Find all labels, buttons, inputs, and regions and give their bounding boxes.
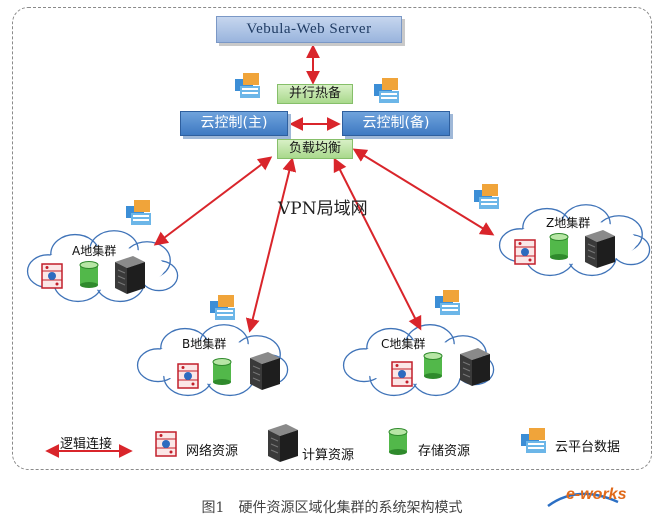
link-arrow-b [245,157,297,333]
cluster-b-storage-icon [212,358,232,386]
cloud-data-icon-a [126,200,151,225]
cluster-b-server-icon [249,351,281,391]
legend-storage-resource-label: 存储资源 [418,444,471,459]
hot-standby-box: 并行热备 [277,84,353,104]
cluster-z-network-icon [514,239,536,265]
legend-network-icon [155,431,177,457]
cloud-data-icon-b [210,295,235,320]
figure-number: 图1 [201,500,225,516]
link-arrow-z [352,148,495,236]
cloud-data-icon-main [235,73,260,98]
cluster-c-label: C地集群 [381,337,426,351]
link-arrow-a [153,156,273,246]
legend-cloud-data-icon [521,428,546,453]
figure-caption: 图1 硬件资源区域化集群的系统架构模式 [0,497,664,517]
cluster-c-network-icon [391,361,413,387]
e-works-logo: e-works [566,486,627,503]
cloud-control-main-box: 云控制(主) [180,111,288,136]
cluster-c-server-icon [459,347,491,387]
cluster-z-storage-icon [549,233,569,261]
link-arrow-c [333,157,422,331]
cluster-a-server-icon [114,255,146,295]
legend-logical-link-label: 逻辑连接 [60,437,113,452]
legend-cloud-data-label: 云平台数据 [555,440,621,455]
cloud-data-icon-backup [374,78,399,103]
cluster-z-server-icon [584,229,616,269]
cluster-a-label: A地集群 [72,244,117,258]
legend-compute-icon [267,423,299,463]
load-balance-box: 负载均衡 [277,139,353,159]
legend-compute-resource-label: 计算资源 [302,448,355,463]
cluster-a-storage-icon [79,261,99,289]
legend-storage-icon [388,428,408,456]
logo-swoosh [547,492,619,508]
cluster-b-network-icon [177,363,199,389]
cloud-data-icon-c [435,290,460,315]
figure-caption-text: 硬件资源区域化集群的系统架构模式 [238,500,463,516]
cluster-c-storage-icon [423,352,443,380]
diagram-frame [12,7,652,470]
cluster-a-network-icon [41,263,63,289]
vpn-label: VPN局域网 [278,199,368,219]
cloud-data-icon-z [474,184,499,209]
cluster-z-label: Z地集群 [546,216,591,230]
vebula-web-server-box: Vebula-Web Server [216,16,402,43]
legend-network-resource-label: 网络资源 [186,444,239,459]
cluster-b-label: B地集群 [182,337,227,351]
cluster-c-cloud [342,324,495,397]
cloud-control-backup-box: 云控制(备) [342,111,450,136]
